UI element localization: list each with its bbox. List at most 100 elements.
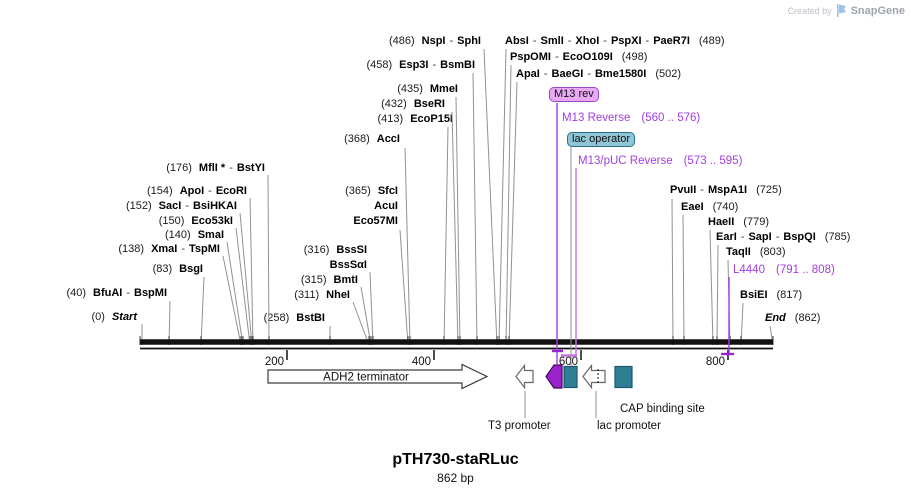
site-name-separator: -: [567, 35, 572, 47]
site-label-nhei[interactable]: (311) NheI: [294, 289, 350, 302]
site-position: (365): [345, 185, 371, 197]
site-position: (368): [344, 133, 370, 145]
feature-box-lac-operator[interactable]: [563, 365, 578, 389]
site-name-separator: -: [700, 184, 704, 196]
enzyme-name: BmtI: [333, 274, 358, 286]
enzyme-name: PspOMI: [510, 51, 551, 63]
site-position: (152): [125, 200, 152, 212]
site-leader-line: [360, 286, 372, 346]
enzyme-name: PaeR7I: [653, 35, 690, 47]
site-label-apoi[interactable]: (154)ApoI-EcoRI: [147, 185, 247, 198]
site-label-pvuii[interactable]: PvuII-MspA1I(725): [670, 184, 782, 197]
site-position: (785): [824, 231, 851, 243]
site-label-bmti[interactable]: (315) BmtI: [301, 274, 358, 287]
feature-arrow-lac-promoter[interactable]: [582, 363, 606, 390]
site-label-bsgi[interactable]: (83)BsgI: [153, 263, 203, 276]
primer-range: (573 .. 595): [683, 155, 743, 167]
site-label-bsssi[interactable]: (316)BssSI: [304, 244, 367, 257]
site-label-pspomi[interactable]: PspOMI-EcoO109I(498): [510, 51, 647, 64]
site-label-smai[interactable]: (140)SmaI: [165, 229, 224, 242]
site-leader-line: [369, 271, 374, 346]
site-label-sfci[interactable]: (365)SfcI: [345, 185, 398, 198]
site-label-nspi[interactable]: (486)NspI-SphI: [389, 35, 481, 48]
site-position: (489): [698, 35, 725, 47]
site-label-acci[interactable]: (368) AccI: [344, 133, 400, 146]
site-label-saci[interactable]: (152)SacI-BsiHKAI: [126, 200, 237, 213]
plasmid-length: 862 bp: [437, 471, 474, 485]
site-label-bsiei[interactable]: BsiEI(817): [740, 289, 802, 302]
site-name-separator: -: [645, 35, 650, 47]
site-label-eari[interactable]: EarI-SapI-BspQI(785): [716, 231, 850, 244]
created-by-text: Created by: [787, 5, 832, 16]
site-position: (862): [794, 312, 821, 324]
site-name-separator: -: [587, 68, 591, 80]
enzyme-name: BssSI: [336, 244, 367, 256]
site-leader-line: [671, 198, 674, 346]
site-leader-line: [443, 126, 449, 346]
site-label-esp3i[interactable]: (458)Esp3I-BsmBI: [366, 59, 475, 72]
site-label-xmai[interactable]: (138)XmaI-TspMI: [118, 243, 220, 256]
primer-range: (560 .. 576): [641, 112, 701, 124]
ruler: 200 400 600 800: [265, 350, 729, 368]
feature-label-cap-binding-site[interactable]: CAP binding site: [620, 403, 705, 415]
site-position: (315): [300, 274, 327, 286]
site-position: (725): [756, 184, 782, 196]
site-leader-line: [498, 48, 507, 346]
site-label-bstbi[interactable]: (258)BstBI: [264, 312, 325, 325]
site-position: (176): [166, 162, 192, 174]
site-position: (311): [294, 289, 320, 301]
site-position: (150): [158, 215, 185, 227]
site-label-mfli[interactable]: (176)MflI *-BstYI: [166, 162, 265, 175]
feature-tag-lac-operator[interactable]: lac operator: [567, 132, 636, 147]
enzyme-name: Bme1580I: [594, 68, 647, 80]
site-label-absi[interactable]: AbsI-SmlI-XhoI-PspXI-PaeR7I(489): [505, 35, 725, 48]
enzyme-name: XmaI: [151, 243, 178, 255]
enzyme-name: PvuII: [670, 184, 697, 196]
adh2-terminator-label: ADH2 terminator: [323, 372, 409, 384]
enzyme-name: BssSαI: [329, 259, 367, 271]
site-label-taqii[interactable]: TaqII(803): [726, 246, 786, 259]
enzyme-name: PspXI: [610, 35, 642, 47]
enzyme-name: EarI: [716, 231, 737, 243]
enzyme-name: AccI: [376, 133, 400, 145]
feature-label-t3-promoter[interactable]: T3 promoter: [488, 420, 551, 432]
site-label-mmei[interactable]: (435)MmeI: [397, 83, 458, 96]
site-label-bsssi[interactable]: BssSαI: [330, 259, 367, 272]
enzyme-name: BsmBI: [440, 59, 475, 71]
site-label-end[interactable]: End(862): [765, 312, 820, 325]
enzyme-name: MmeI: [429, 83, 458, 95]
primer-label-m13-puc-reverse[interactable]: M13/pUC Reverse (573 .. 595): [578, 154, 742, 168]
enzyme-name: NheI: [326, 289, 350, 301]
site-label-acui[interactable]: AcuI: [374, 200, 398, 213]
site-label-eco53ki[interactable]: (150)Eco53kI: [159, 215, 233, 228]
site-label-bfuai[interactable]: (40)BfuAI-BspMI: [66, 287, 167, 300]
enzyme-name: AcuI: [374, 200, 398, 212]
site-label-start[interactable]: (0) Start: [91, 311, 137, 324]
primer-tag-m13-rev[interactable]: M13 rev: [549, 87, 599, 102]
site-label-haeii[interactable]: HaeII(779): [708, 216, 769, 229]
site-position: (413): [377, 113, 404, 125]
site-label-eaei[interactable]: EaeI(740): [681, 201, 738, 214]
site-label-bseri[interactable]: (432)BseRI: [381, 98, 445, 111]
site-name-separator: -: [432, 59, 437, 71]
site-label-apai[interactable]: ApaI-BaeGI-Bme1580I(502): [516, 68, 681, 81]
feature-box-cap-binding-site[interactable]: [614, 365, 633, 389]
feature-arrow-adh2-terminator[interactable]: [267, 363, 489, 390]
site-name-separator: -: [449, 35, 454, 47]
primer-label-l4440[interactable]: L4440(791 .. 808): [733, 263, 835, 277]
site-position: (154): [147, 185, 173, 197]
feature-arrow-t3-promoter[interactable]: [515, 363, 534, 390]
site-leader-line: [235, 227, 251, 346]
feature-arrow-m13-rev-primer[interactable]: [545, 364, 563, 389]
primer-name: M13/pUC Reverse: [578, 155, 673, 167]
feature-label-lac-promoter[interactable]: lac promoter: [597, 420, 661, 432]
site-position: (779): [743, 216, 769, 228]
primer-label-m13-reverse[interactable]: M13 Reverse(560 .. 576): [562, 111, 700, 125]
site-leader-line: [451, 111, 459, 346]
site-label-ecop15i[interactable]: (413)EcoP15I: [378, 113, 454, 126]
enzyme-name: Start: [111, 311, 137, 323]
site-leader-line: [222, 255, 242, 346]
site-name-separator: -: [603, 35, 607, 47]
site-position: (0): [91, 311, 105, 323]
site-label-eco57mi[interactable]: Eco57MI: [353, 215, 398, 228]
